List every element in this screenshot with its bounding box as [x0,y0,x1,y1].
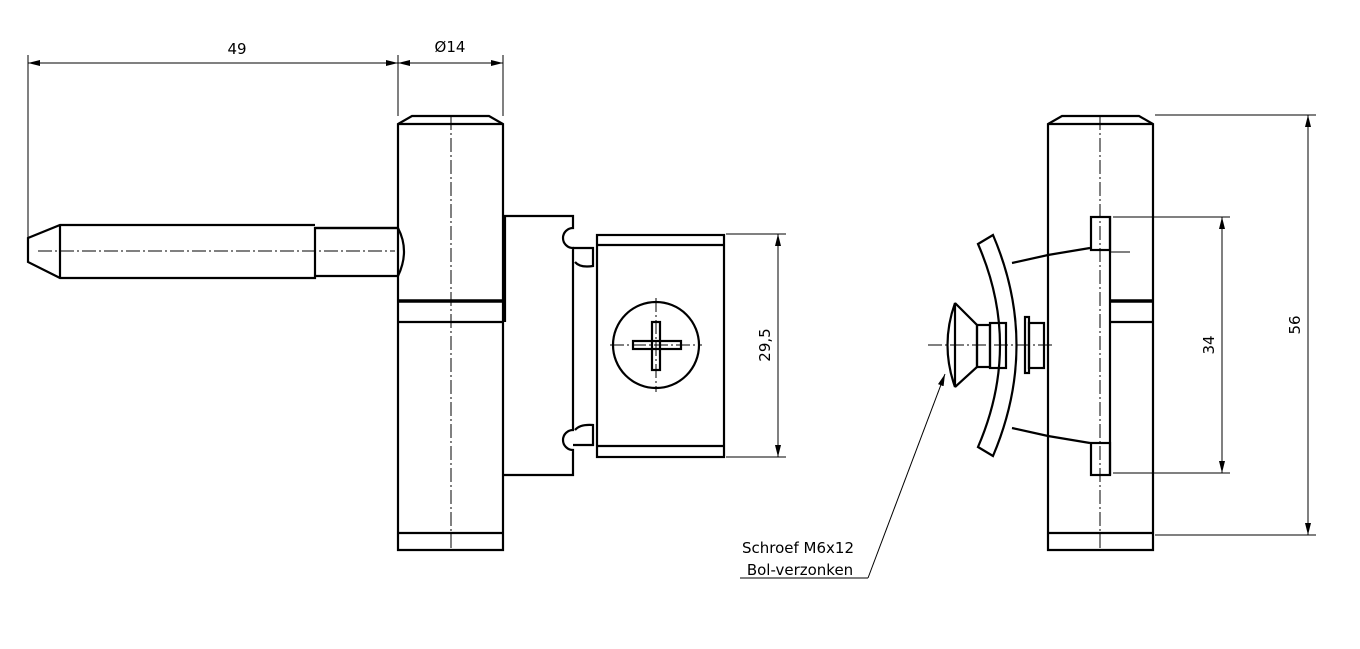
mounting-plate [503,214,595,477]
callout-line-2: Bol-verzonken [747,561,853,579]
dimension-34: 34 [1113,216,1230,474]
side-view: 34 56 Schroef M6x12 Bol-verzonken [740,114,1316,579]
dimension-56: 56 [1155,114,1316,536]
pin [26,223,406,280]
countersunk-screw [928,302,1055,388]
dimension-label: 34 [1200,335,1218,354]
dimension-label: 29,5 [756,328,774,361]
adjustment-block [595,233,726,459]
dimension-label: 49 [227,40,246,58]
front-view: 49 Ø14 29,5 [26,38,786,552]
fixing-tab-bottom [1089,441,1112,477]
barrel [396,114,505,552]
callout-line-1: Schroef M6x12 [742,539,854,557]
bracket [1011,246,1130,445]
barrel [1046,114,1155,552]
dimension-29-5: 29,5 [726,233,786,458]
dimension-label: 56 [1286,315,1304,334]
dimension-49: 49 [27,40,504,238]
dimension-diameter: Ø14 [398,38,503,66]
screw-callout: Schroef M6x12 Bol-verzonken [740,373,946,579]
fixing-tab-top [1089,215,1112,252]
curved-frame-profile [976,233,1018,458]
dimension-label: Ø14 [435,38,466,56]
